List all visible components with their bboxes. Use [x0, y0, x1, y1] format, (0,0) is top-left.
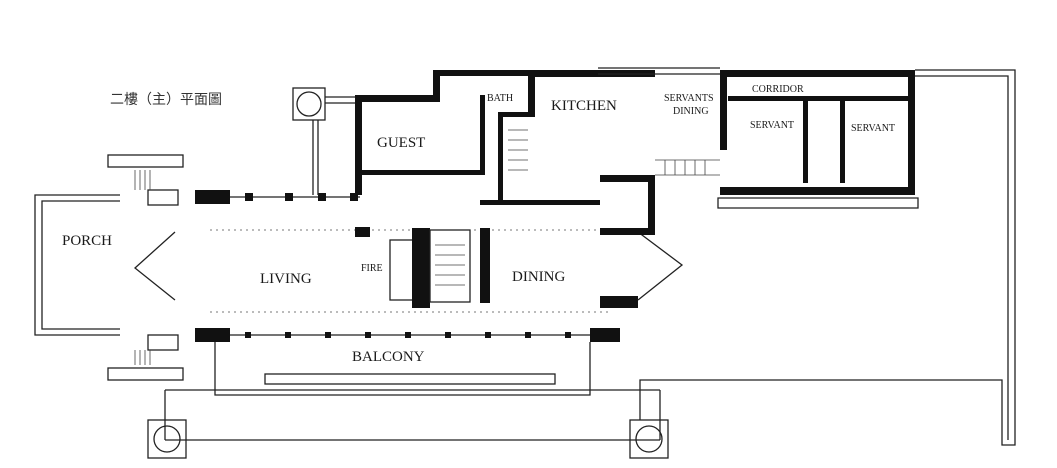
room-label-servants-dining-line1: SERVANTS — [664, 93, 714, 104]
servants-wing — [655, 70, 919, 209]
room-label-corridor: CORRIDOR — [752, 84, 804, 95]
room-label-servant-1: SERVANT — [750, 120, 794, 131]
room-label-living: LIVING — [260, 271, 312, 287]
room-label-bath: BATH — [487, 93, 513, 104]
room-label-servants-dining-line2: DINING — [673, 106, 709, 117]
porch-area — [34, 154, 184, 381]
room-label-balcony: BALCONY — [352, 349, 425, 365]
room-label-guest: GUEST — [377, 135, 425, 151]
room-label-fire: FIRE — [361, 263, 383, 274]
room-label-servant-2: SERVANT — [851, 123, 895, 134]
main-hall — [133, 190, 684, 342]
room-label-dining: DINING — [512, 269, 565, 285]
room-label-porch: PORCH — [62, 233, 112, 249]
service-block — [292, 67, 720, 235]
balcony-area — [147, 332, 669, 459]
plan-title: 二樓（主）平面圖 — [110, 92, 222, 108]
room-label-kitchen: KITCHEN — [551, 98, 617, 114]
terrace-outline — [639, 69, 1016, 446]
